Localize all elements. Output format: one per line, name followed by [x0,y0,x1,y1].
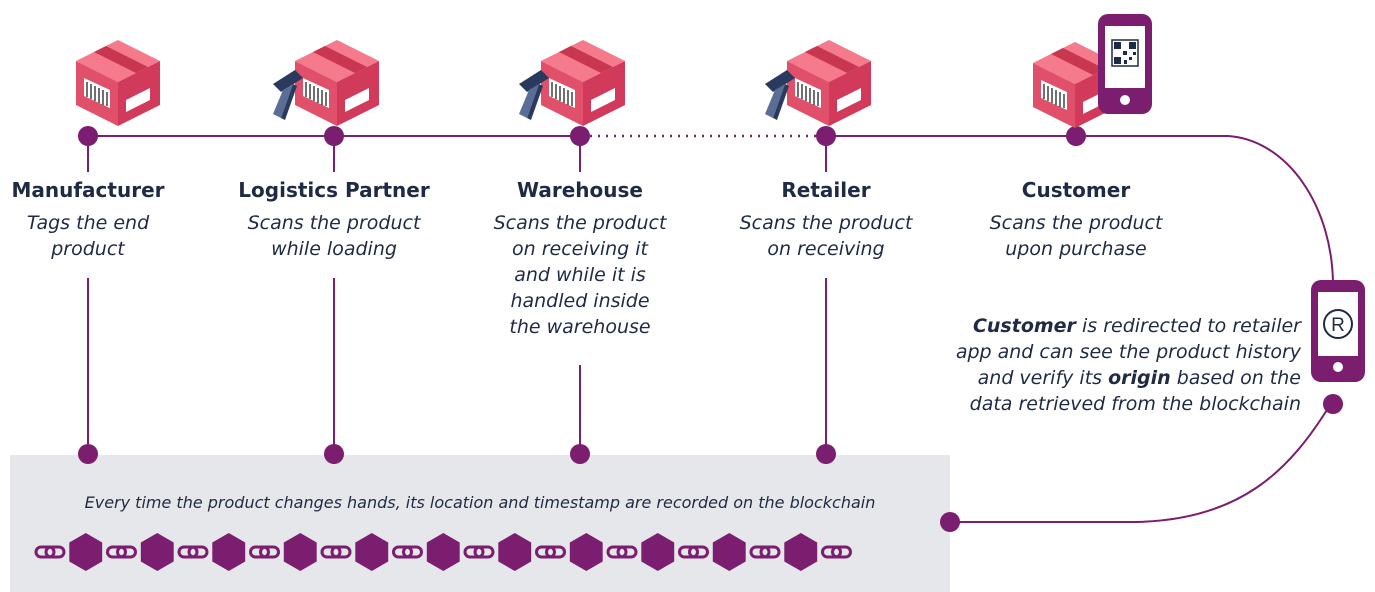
package-scanner-icon [519,39,626,127]
block-hexagon-icon [426,533,460,571]
timeline-line [828,135,1334,285]
chain-link-icon [821,545,852,559]
note-text: and verify its [977,367,1109,389]
block-hexagon-icon [140,533,174,571]
desc-line: on receiving [767,238,885,260]
stage-title-warehouse: Warehouse [517,178,643,202]
desc-line: upon purchase [1005,238,1147,260]
desc-line: Tags the end [26,212,150,234]
desc-line: product [51,238,125,260]
desc-line: the warehouse [509,316,651,338]
desc-line: handled inside [510,290,650,312]
timeline-node [324,126,344,146]
chain-link-icon [749,545,781,559]
timeline-node [1066,126,1086,146]
package-scanner-icon [273,39,380,127]
chain-link-icon [392,545,423,559]
block-hexagon-icon [283,533,317,571]
stage-title-logistics: Logistics Partner [238,178,430,202]
chain-link-icon [535,545,566,559]
return-connector-line [952,404,1331,523]
desc-line: Scans the product [989,212,1163,234]
customer-redirect-note: Customer is redirected to retailer app a… [915,313,1301,417]
blockchain-icon [34,533,852,571]
chain-link-icon [320,545,352,559]
desc-line: Scans the product [493,212,667,234]
registered-mark: R [1331,315,1345,336]
blockchain-caption: Every time the product changes hands, it… [84,493,876,512]
chain-link-icon [463,545,495,559]
chain-link-icon [678,545,709,559]
note-emphasis-origin: origin [1108,367,1171,389]
band-node [816,444,836,464]
chain-link-icon [249,545,280,559]
desc-line: on receiving it [511,238,648,260]
timeline-node [78,126,98,146]
note-line: data retrieved from the blockchain [969,393,1301,415]
desc-line: while loading [271,238,397,260]
timeline-node [570,126,590,146]
note-line: app and can see the product history [955,341,1301,363]
block-hexagon-icon [498,533,532,571]
stage-desc-logistics: Scans the product while loading [234,210,434,262]
block-hexagon-icon [212,533,246,571]
chain-link-icon [34,545,66,559]
band-node [940,512,960,532]
band-node [78,444,98,464]
package-scanner-icon [765,39,872,127]
stage-title-retailer: Retailer [781,178,871,202]
chain-link-icon [106,545,137,559]
package-phone-qr-icon [1032,14,1152,129]
package-icon [75,39,161,127]
stage-desc-customer: Scans the product upon purchase [976,210,1176,262]
desc-line: Scans the product [739,212,913,234]
stage-title-manufacturer: Manufacturer [11,178,165,202]
timeline-node [816,126,836,146]
desc-line: Scans the product [247,212,421,234]
note-text: based on the [1170,367,1301,389]
band-node [570,444,590,464]
stage-title-customer: Customer [1021,178,1131,202]
note-line: Customer is redirected to retailer [915,313,1301,339]
phone-node [1323,394,1343,414]
block-hexagon-icon [712,533,746,571]
block-hexagon-icon [355,533,389,571]
note-line: and verify its origin based on the [915,365,1301,391]
block-hexagon-icon [784,533,818,571]
chain-link-icon [177,545,209,559]
stage-desc-warehouse: Scans the product on receiving it and wh… [480,210,680,340]
blockchain-band [10,455,950,592]
block-hexagon-icon [641,533,675,571]
note-emphasis-customer: Customer [972,315,1076,337]
chain-link-icon [606,545,638,559]
band-node [324,444,344,464]
block-hexagon-icon [569,533,603,571]
desc-line: and while it is [514,264,646,286]
note-text: is redirected to retailer [1075,315,1301,337]
stage-desc-retailer: Scans the product on receiving [726,210,926,262]
block-hexagon-icon [69,533,103,571]
phone-registered-icon: R [1311,280,1365,382]
stage-desc-manufacturer: Tags the end product [0,210,188,262]
